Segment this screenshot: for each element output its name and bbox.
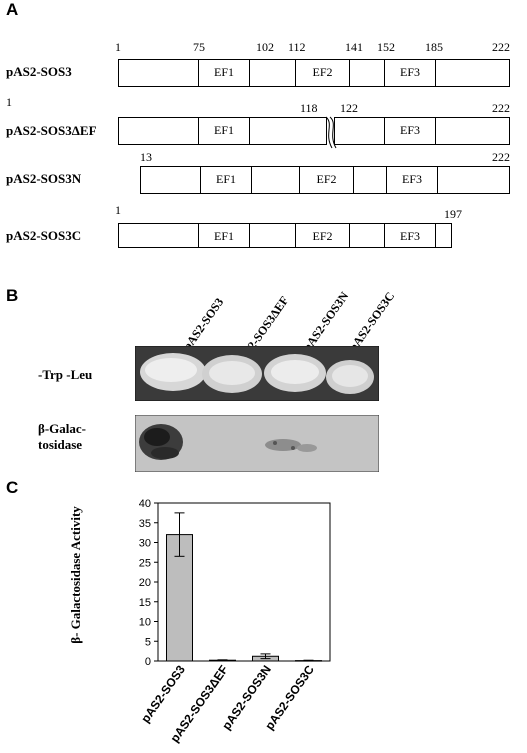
chart-bars: [166, 512, 322, 662]
num-152: 152: [377, 40, 395, 54]
filter-assay: [135, 415, 379, 472]
construct-label-sos3: pAS2-SOS3: [6, 64, 72, 79]
y-tick-label: 30: [139, 538, 151, 550]
y-tick-label: 10: [139, 617, 151, 629]
y-tick-label: 15: [139, 597, 151, 609]
beta-gal-bar-chart: 0 5 10 15 20 25 30 35 40 pAS2-SOS3pAS2-SOS3ΔEFpA…: [138, 498, 331, 745]
panel-letter-a: A: [6, 0, 19, 19]
column-label-sos3: pAS2-SOS3: [180, 295, 227, 354]
construct-label-sos3def: pAS2-SOS3ΔEF: [6, 123, 97, 138]
domain-ef1: EF1: [198, 224, 250, 247]
y-tick-label: 25: [139, 557, 151, 569]
row-label-beta-gal-2: tosidase: [38, 437, 83, 452]
num-end-sos3: 222: [492, 40, 510, 54]
num-185: 185: [425, 40, 443, 54]
y-tick-label: 35: [139, 518, 151, 530]
y-tick-label: 0: [145, 656, 151, 668]
num-start-sos3def: 1: [6, 95, 12, 109]
y-axis-label: β- Galactosidase Activity: [68, 506, 83, 644]
domain-ef1: EF1: [198, 60, 250, 86]
num-141: 141: [345, 40, 363, 54]
num-118: 118: [300, 101, 318, 115]
construct-label-sos3c: pAS2-SOS3C: [6, 228, 82, 243]
row-label-beta-gal-1: β-Galac-: [38, 421, 87, 436]
construct-bar-sos3c: EF1 EF2 EF3: [118, 223, 452, 248]
num-start-sos3n: 13: [140, 150, 152, 164]
domain-ef2: EF2: [295, 60, 350, 86]
column-label-sos3n: pAS2-SOS3N: [300, 289, 352, 355]
num-start-sos3: 1: [115, 40, 121, 54]
domain-ef3: EF3: [384, 118, 436, 144]
row-label-trp-leu: -Trp -Leu: [38, 367, 93, 382]
y-tick-label: 5: [145, 636, 151, 648]
domain-ef3: EF3: [384, 60, 436, 86]
construct-bar-sos3def-left: EF1: [118, 117, 327, 145]
construct-bar-sos3: EF1 EF2 EF3: [118, 59, 510, 87]
num-end-sos3def: 222: [492, 101, 510, 115]
y-tick-label: 20: [139, 577, 151, 589]
chart-labels: pAS2-SOS3pAS2-SOS3ΔEFpAS2-SOS3NpAS2-SOS3…: [138, 662, 317, 745]
domain-ef3: EF3: [384, 224, 436, 247]
num-end-sos3c: 197: [444, 207, 462, 221]
num-122: 122: [340, 101, 358, 115]
domain-ef2: EF2: [295, 224, 350, 247]
construct-label-sos3n: pAS2-SOS3N: [6, 171, 82, 186]
num-102: 102: [256, 40, 274, 54]
domain-ef1: EF1: [200, 167, 252, 193]
num-75: 75: [193, 40, 205, 54]
domain-ef1: EF1: [198, 118, 250, 144]
num-end-sos3n: 222: [492, 150, 510, 164]
construct-bar-sos3n: EF1 EF2 EF3: [140, 166, 510, 194]
x-category-label: pAS2-SOS3: [138, 662, 188, 725]
chart-axes: 0 5 10 15 20 25 30 35 40: [139, 498, 331, 668]
y-tick-label: 40: [139, 498, 151, 510]
construct-bar-sos3def-right: EF3: [334, 117, 510, 145]
num-112: 112: [288, 40, 306, 54]
num-start-sos3c: 1: [115, 203, 121, 217]
column-label-sos3c: pAS2-SOS3C: [346, 289, 398, 355]
domain-ef3: EF3: [386, 167, 438, 193]
growth-plate: [135, 346, 379, 401]
domain-ef2: EF2: [299, 167, 354, 193]
panel-letter-c: C: [6, 478, 19, 497]
panel-letter-b: B: [6, 286, 19, 305]
